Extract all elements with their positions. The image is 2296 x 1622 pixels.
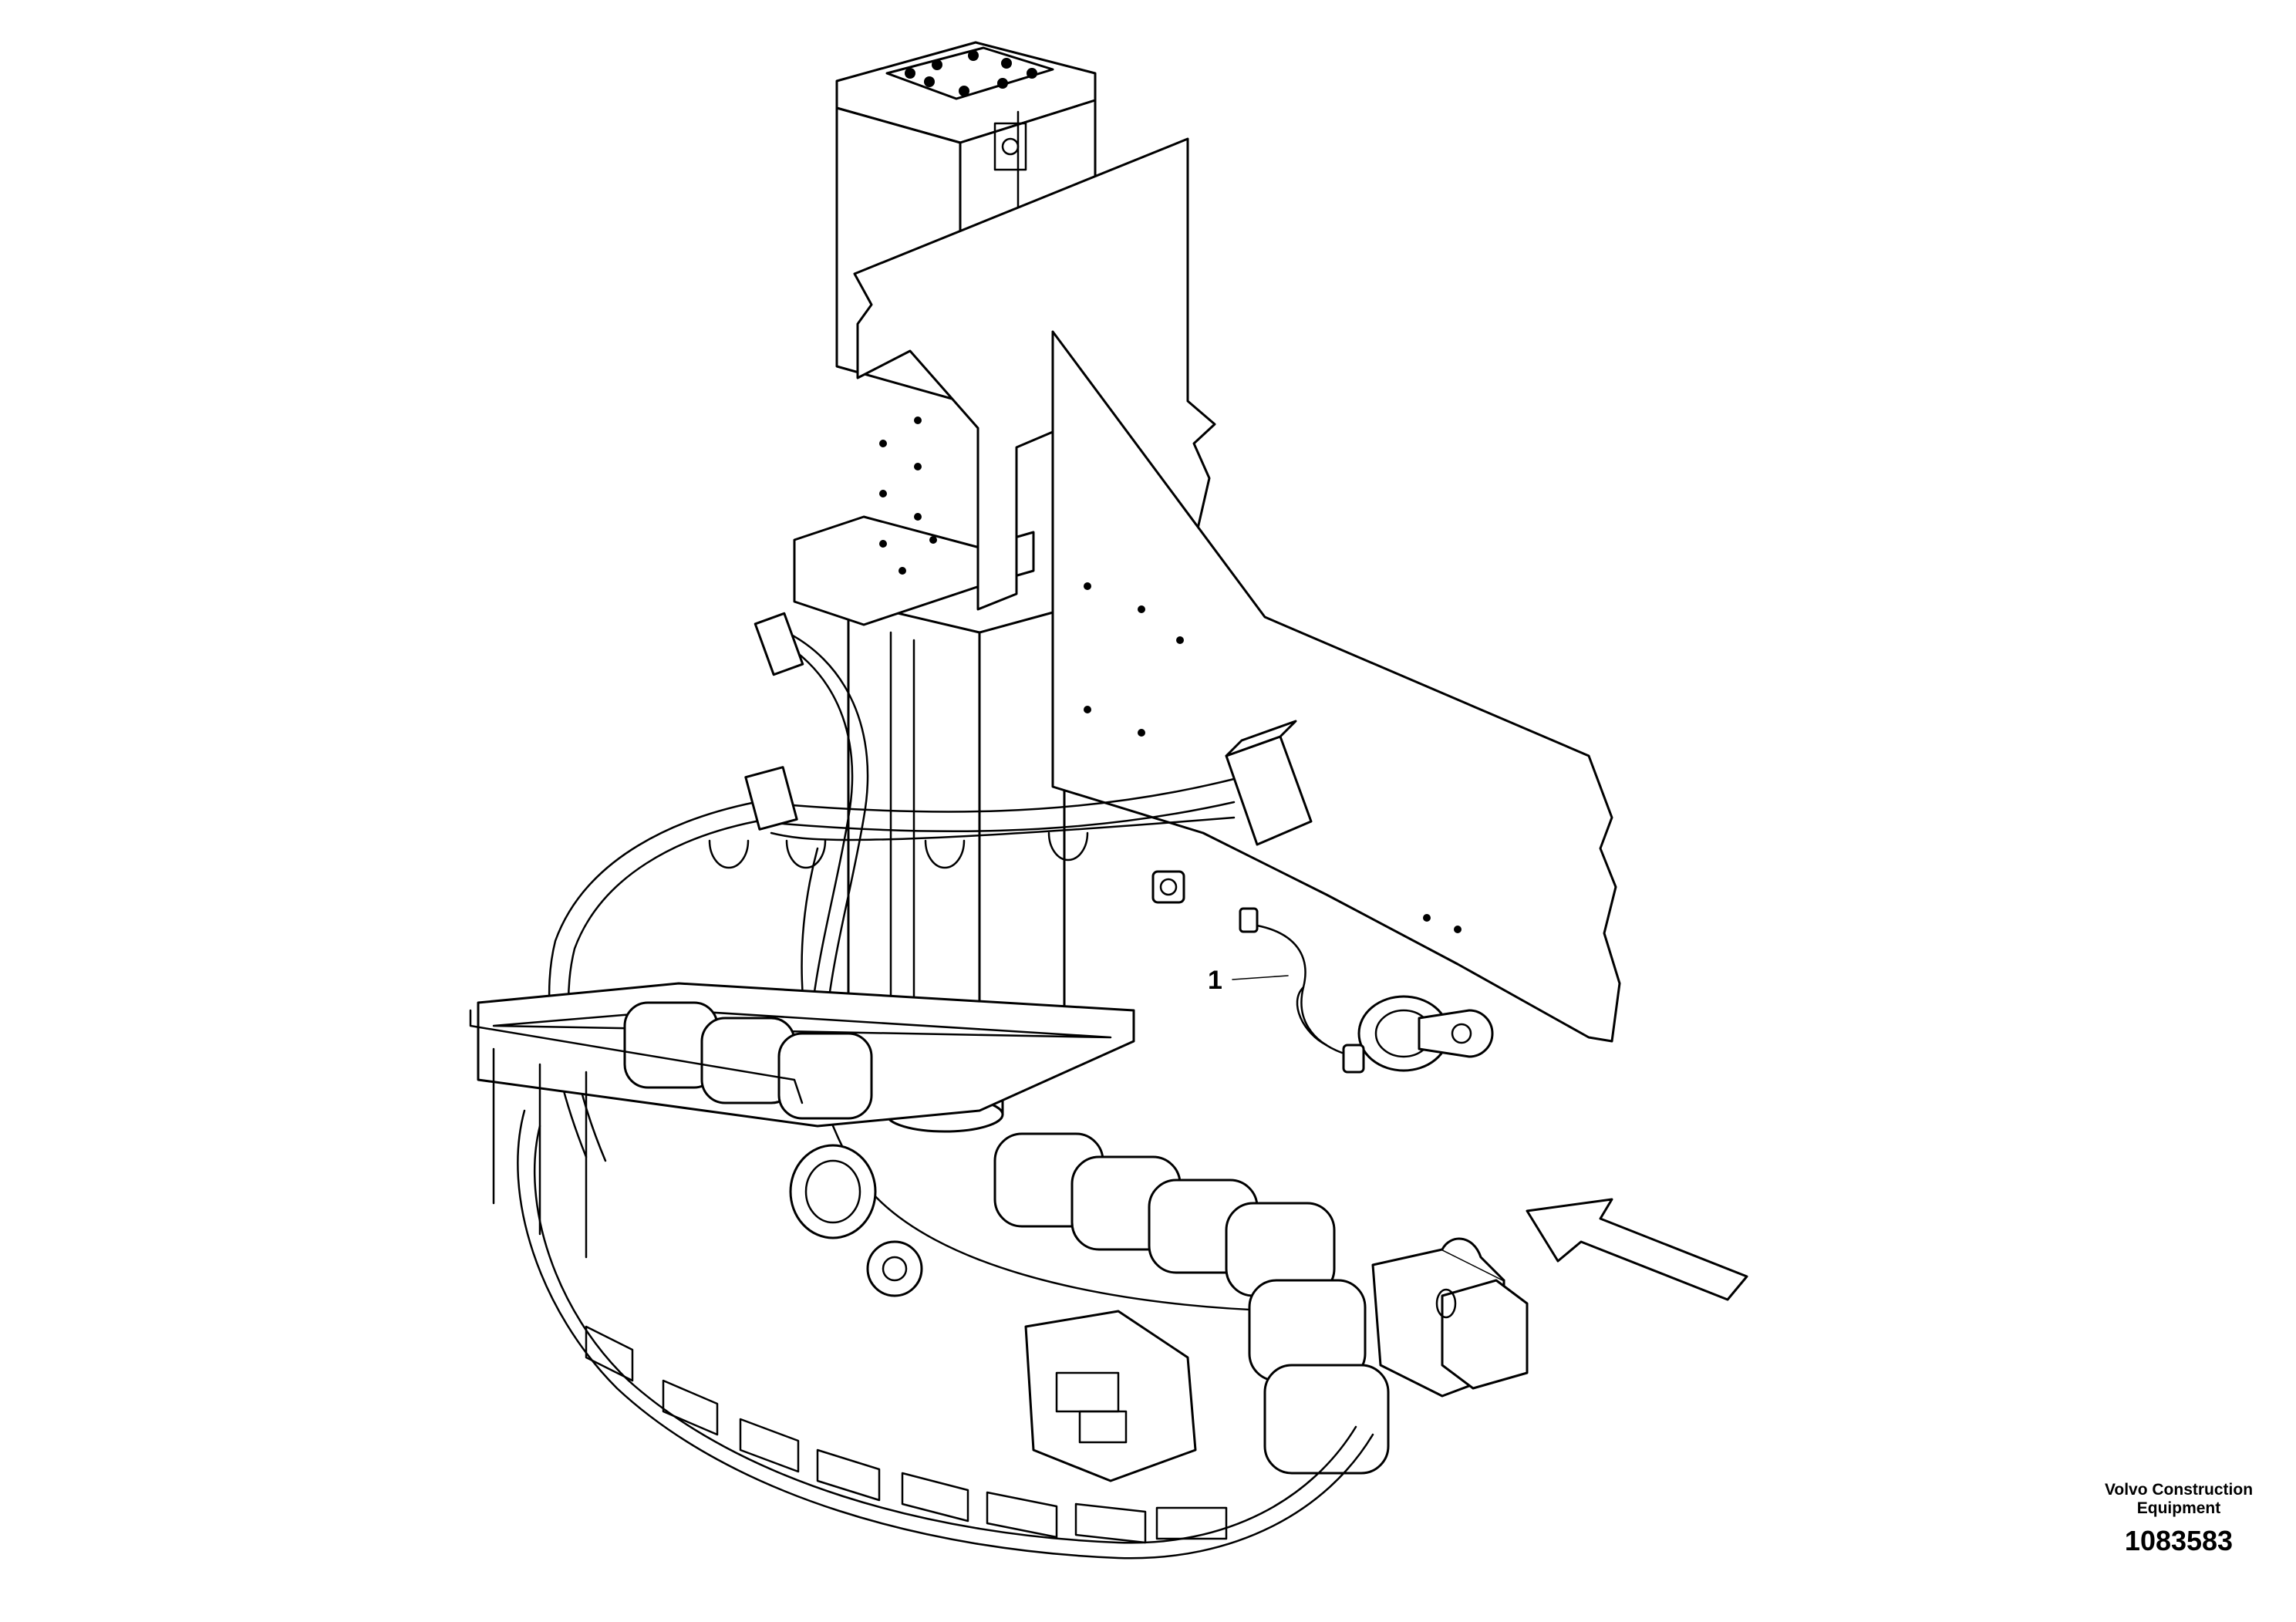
brand-line-2: Equipment [2136,1499,2221,1517]
drawing-number: 1083583 [2124,1525,2234,1556]
track-links [585,1325,1228,1544]
sensor-part-1 [1151,870,1494,1074]
hose-bundle [548,612,1313,1313]
callout-label-1: 1 [1208,966,1222,995]
arrow-left-up-icon [1526,1198,1748,1301]
brand-line-1: Volvo Construction [2104,1481,2254,1499]
side-plate [1051,330,1621,1043]
callout-leader [1232,975,1289,980]
footer-credit: Volvo Construction Equipment 1083583 [2082,1481,2275,1556]
track-pads [623,1001,1390,1475]
track-assembly [469,982,1529,1560]
